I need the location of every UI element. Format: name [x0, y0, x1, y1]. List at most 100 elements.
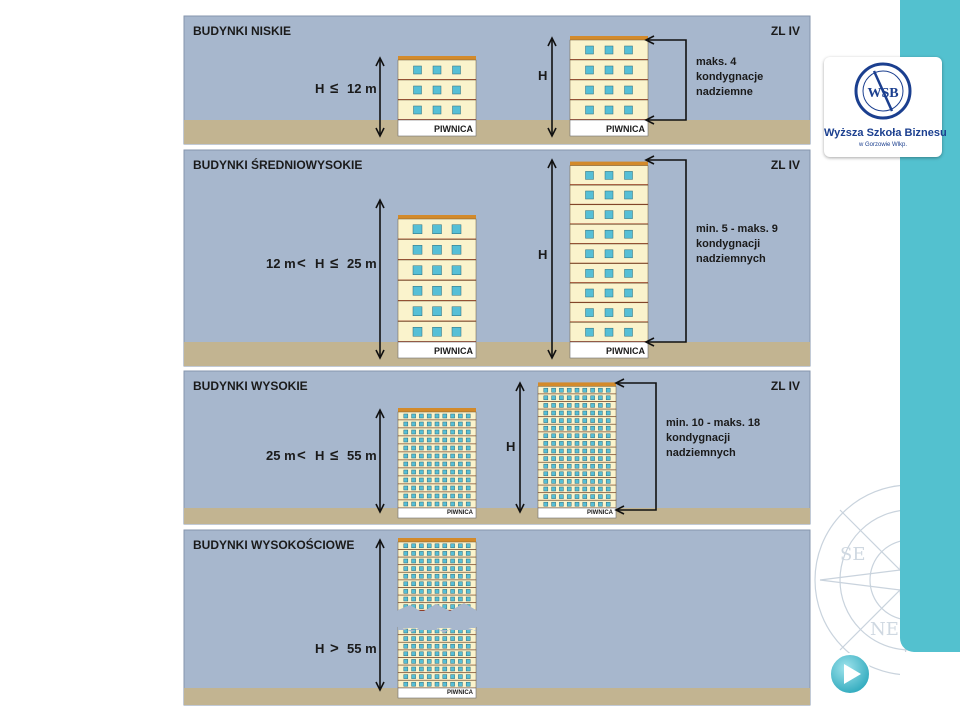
window — [458, 477, 463, 483]
window — [551, 456, 556, 461]
basement — [569, 119, 649, 137]
arrow-head — [375, 503, 385, 514]
window — [598, 471, 603, 477]
window — [426, 551, 432, 556]
window — [450, 469, 455, 475]
window — [598, 395, 603, 401]
window — [590, 387, 595, 393]
svg-text:SE: SE — [840, 544, 865, 565]
window — [419, 589, 424, 594]
arrow-head — [547, 127, 557, 138]
window — [412, 306, 423, 316]
window — [590, 448, 595, 454]
window — [465, 558, 471, 564]
window — [574, 418, 580, 423]
window — [585, 288, 594, 298]
window — [543, 387, 549, 393]
window — [598, 448, 603, 454]
window — [590, 433, 595, 439]
basement-label: PIWNICA — [447, 690, 474, 696]
window — [434, 543, 440, 549]
window — [442, 453, 448, 459]
window — [419, 477, 424, 483]
window — [426, 581, 432, 587]
window — [465, 477, 471, 483]
window — [598, 501, 603, 507]
window — [551, 433, 556, 439]
window — [403, 551, 409, 556]
basement — [569, 341, 649, 359]
window — [559, 433, 564, 439]
panel-background — [183, 149, 811, 367]
window — [450, 596, 455, 602]
window — [598, 486, 603, 492]
window — [419, 558, 424, 564]
window — [543, 486, 549, 492]
window — [582, 387, 588, 393]
play-button-icon[interactable] — [828, 652, 872, 696]
note-line: nadziemnych — [696, 253, 766, 265]
window — [598, 463, 603, 469]
window — [585, 249, 594, 259]
window — [442, 681, 448, 687]
window — [419, 581, 424, 587]
window — [432, 105, 442, 115]
window — [450, 437, 455, 443]
window — [559, 479, 564, 484]
window — [604, 229, 614, 239]
window — [442, 596, 448, 602]
window — [411, 477, 416, 483]
formula-op: ≤ — [330, 80, 338, 97]
window — [559, 494, 564, 499]
window — [450, 429, 455, 435]
wsb-logo-icon: WSB — [854, 62, 912, 120]
window — [559, 471, 564, 477]
window — [419, 445, 424, 451]
window — [624, 45, 633, 55]
basement-label: PIWNICA — [587, 510, 614, 516]
window — [543, 479, 549, 484]
window — [559, 448, 564, 454]
window — [426, 453, 432, 459]
window — [426, 493, 432, 499]
accent-sidebar-end — [900, 652, 960, 720]
window — [434, 413, 440, 419]
window — [426, 477, 432, 483]
window — [582, 463, 588, 469]
window — [582, 433, 588, 439]
window — [543, 403, 549, 408]
window — [419, 437, 424, 443]
window — [426, 566, 432, 571]
window — [450, 413, 455, 419]
window — [450, 477, 455, 483]
window — [458, 581, 463, 587]
arrow-head — [644, 155, 655, 165]
window — [465, 501, 471, 507]
window — [543, 433, 549, 439]
window — [451, 286, 462, 296]
window — [574, 395, 580, 401]
arrow-head — [547, 36, 557, 47]
window — [419, 429, 424, 435]
formula-op: < — [297, 255, 306, 272]
window — [590, 494, 595, 499]
window — [458, 558, 463, 564]
window — [442, 651, 448, 657]
window — [590, 479, 595, 484]
note-line: nadziemne — [696, 86, 753, 98]
window — [442, 666, 448, 672]
window — [432, 245, 442, 255]
window — [450, 445, 455, 451]
window — [590, 501, 595, 507]
window — [574, 410, 580, 416]
window — [582, 471, 588, 477]
window — [566, 387, 572, 393]
window — [458, 666, 463, 672]
window — [450, 573, 455, 579]
window — [434, 681, 440, 687]
window — [559, 395, 564, 401]
basement — [397, 687, 477, 699]
window — [413, 105, 422, 115]
window — [434, 558, 440, 564]
